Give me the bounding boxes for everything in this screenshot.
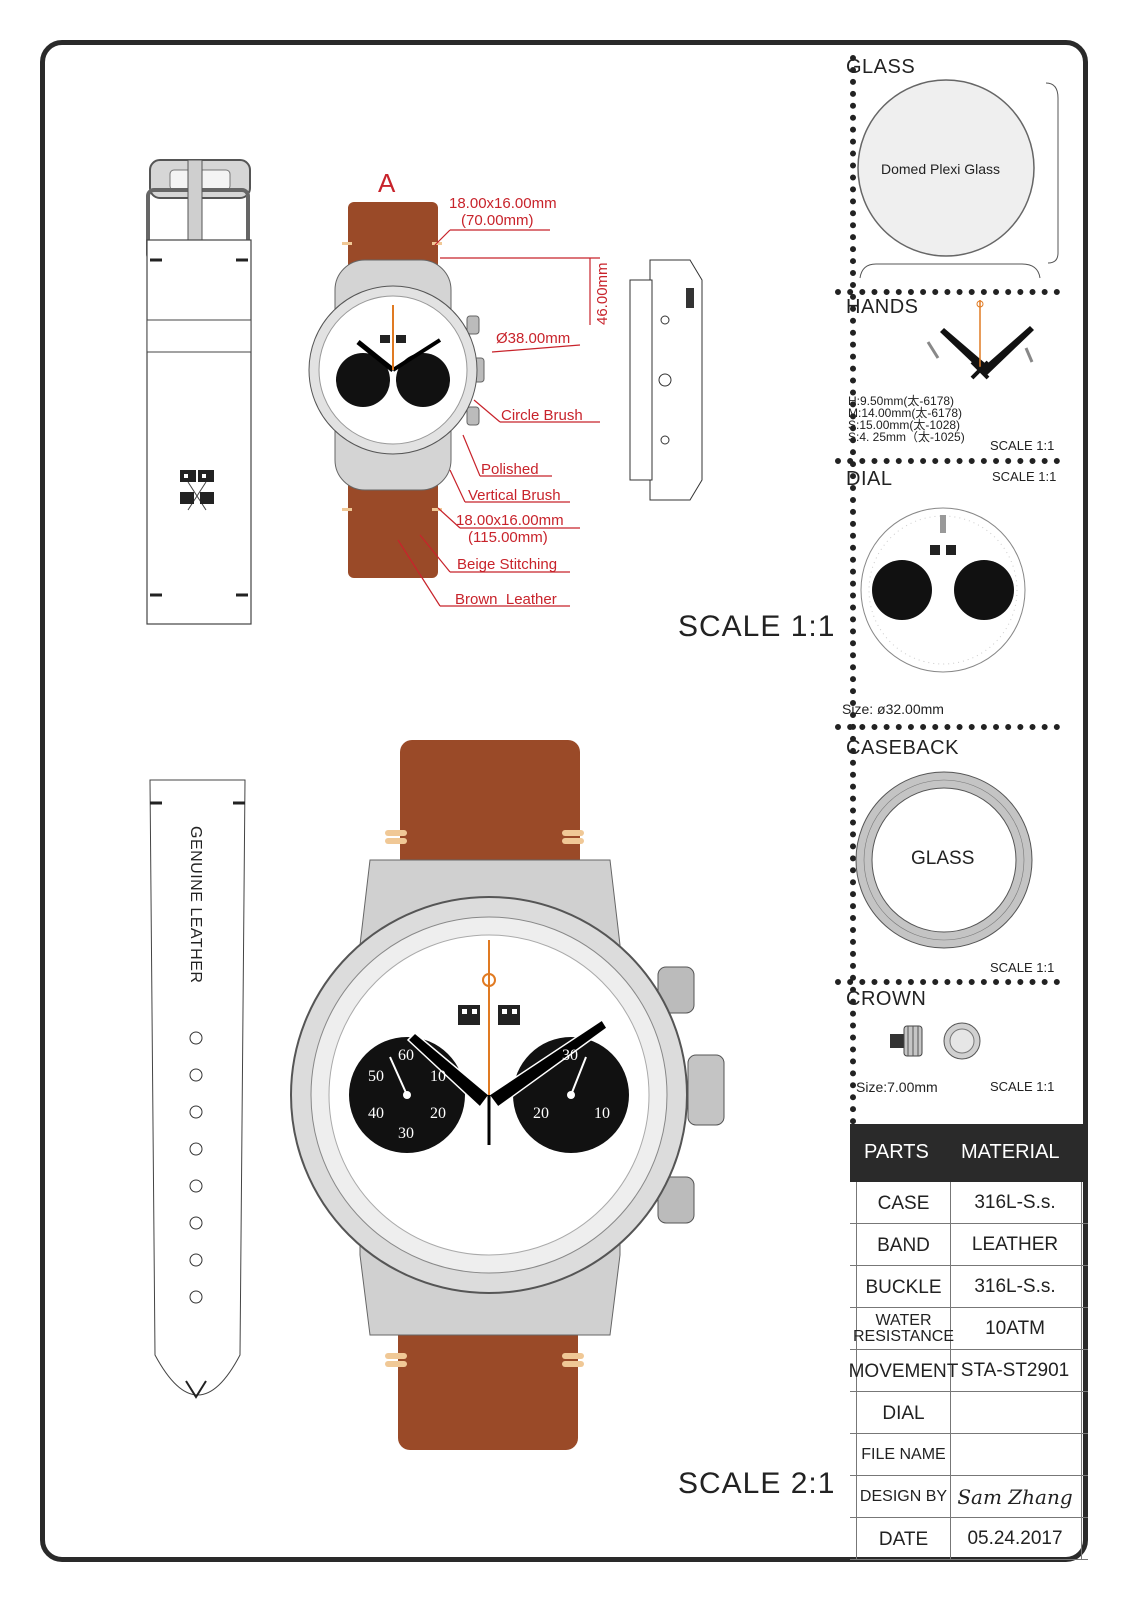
strap-genuine-leather-text: GENUINE LEATHER xyxy=(187,826,204,984)
part-name-cell: BUCKLE xyxy=(856,1266,951,1308)
callout-brown-leather: Brown Leather xyxy=(455,591,557,608)
drawing-frame xyxy=(40,40,1088,1562)
dial-size: Size: ø32.00mm xyxy=(842,701,944,717)
watch-front-large: 60 50 10 40 20 30 30 20 10 xyxy=(290,740,725,1450)
callout-lines xyxy=(397,229,600,607)
part-name-cell: CASE xyxy=(856,1182,951,1224)
part-material-cell xyxy=(949,1392,1082,1434)
hands-spec-minute: M:14.00mm(太-6178) xyxy=(848,406,963,420)
divider-glass-hands xyxy=(835,289,1060,295)
hands-spec-second: S:15.00mm(太-1028) xyxy=(848,418,961,432)
dim-band-bottom: 18.00x16.00mm xyxy=(456,512,564,529)
scale-label-top: SCALE 1:1 xyxy=(678,610,836,643)
part-name-cell: FILE NAME xyxy=(856,1434,951,1476)
caseback-title: CASEBACK xyxy=(846,737,959,759)
divider-dial-caseback xyxy=(835,724,1060,730)
dim-lug-to-lug: 46.00mm xyxy=(594,262,611,325)
part-name-cell: WATER RESISTANCE xyxy=(853,1308,954,1350)
top-technical-drawing xyxy=(146,159,703,625)
part-name-cell: BAND xyxy=(856,1224,951,1266)
left-sub-50: 50 xyxy=(368,1068,384,1085)
left-sub-60: 60 xyxy=(398,1047,414,1064)
part-material-cell: 316L-S.s. xyxy=(949,1182,1082,1224)
dial-drawing xyxy=(860,507,1026,673)
scale-label-bottom: SCALE 2:1 xyxy=(678,1467,836,1500)
divider-caseback-crown xyxy=(835,979,1060,985)
part-material-cell xyxy=(949,1434,1082,1476)
parts-table-row: FILE NAME xyxy=(850,1434,1088,1476)
hands-specs: H:9.50mm(太-6178) M:14.00mm(太-6178) S:15.… xyxy=(848,395,965,443)
parts-header-label: PARTS xyxy=(864,1141,929,1163)
dial-title: DIAL xyxy=(846,468,893,490)
view-label-a: A xyxy=(378,168,396,198)
dim-case-diameter: Ø38.00mm xyxy=(496,330,571,347)
caseback-scale: SCALE 1:1 xyxy=(990,960,1055,975)
glass-label: Domed Plexi Glass xyxy=(881,161,1001,177)
dial-scale: SCALE 1:1 xyxy=(992,469,1057,484)
hands-title: HANDS xyxy=(846,296,919,318)
part-material-cell: LEATHER xyxy=(949,1224,1082,1266)
part-material-cell: 316L-S.s. xyxy=(949,1266,1082,1308)
watch-side-profile xyxy=(629,259,703,501)
crown-size: Size:7.00mm xyxy=(856,1079,938,1095)
material-header-label: MATERIAL xyxy=(961,1141,1060,1163)
left-sub-40: 40 xyxy=(368,1105,384,1122)
left-sub-10: 10 xyxy=(430,1068,446,1085)
right-sub-20: 20 xyxy=(533,1105,549,1122)
left-sub-30: 30 xyxy=(398,1125,414,1142)
bottom-technical-drawing: 60 50 10 40 20 30 30 20 10 xyxy=(149,740,725,1450)
left-sub-20: 20 xyxy=(430,1105,446,1122)
watch-front-small xyxy=(308,202,485,578)
dim-band-top-length: (70.00mm) xyxy=(461,212,534,229)
dim-band-bottom-length: (115.00mm) xyxy=(468,529,548,546)
right-sub-10: 10 xyxy=(594,1105,610,1122)
part-name-cell: DIAL xyxy=(856,1392,951,1434)
column-divider xyxy=(850,55,856,1125)
dim-band-top: 18.00x16.00mm xyxy=(449,195,557,212)
part-name-cell: DESIGN BY xyxy=(856,1476,951,1518)
callout-circle-brush: Circle Brush xyxy=(501,407,583,424)
crown-drawing xyxy=(890,1022,981,1060)
parts-table-header: PARTS MATERIAL xyxy=(850,1124,1088,1182)
glass-drawing xyxy=(857,79,1059,279)
glass-title: GLASS xyxy=(846,56,916,78)
caseback-center-label: GLASS xyxy=(911,848,975,869)
part-material-cell: 10ATM xyxy=(949,1308,1082,1350)
right-sub-30: 30 xyxy=(562,1047,578,1064)
part-material-cell: STA-ST2901 xyxy=(949,1350,1082,1392)
hands-drawing xyxy=(926,300,1034,380)
hands-spec-small-second: S:4. 25mm（太-1025) xyxy=(848,430,965,444)
part-material-cell: Sam Zhang xyxy=(949,1476,1082,1518)
strap-with-holes-icon xyxy=(149,779,246,1399)
caseback-drawing xyxy=(855,771,1033,949)
callout-beige-stitching: Beige Stitching xyxy=(457,556,558,573)
callout-vertical-brush: Vertical Brush xyxy=(468,487,561,504)
divider-hands-dial xyxy=(835,458,1060,464)
part-material-cell: 05.24.2017 xyxy=(949,1518,1082,1560)
crown-title: CROWN xyxy=(846,988,927,1010)
crown-scale: SCALE 1:1 xyxy=(990,1079,1055,1094)
part-name-cell: MOVEMENT xyxy=(849,1350,958,1392)
hands-spec-hour: H:9.50mm(太-6178) xyxy=(848,394,955,408)
hands-scale: SCALE 1:1 xyxy=(990,438,1055,453)
part-name-cell: DATE xyxy=(856,1518,951,1560)
parts-table-row: DIAL xyxy=(850,1392,1088,1434)
buckle-strap-icon xyxy=(146,159,252,625)
callout-polished: Polished xyxy=(481,461,539,478)
